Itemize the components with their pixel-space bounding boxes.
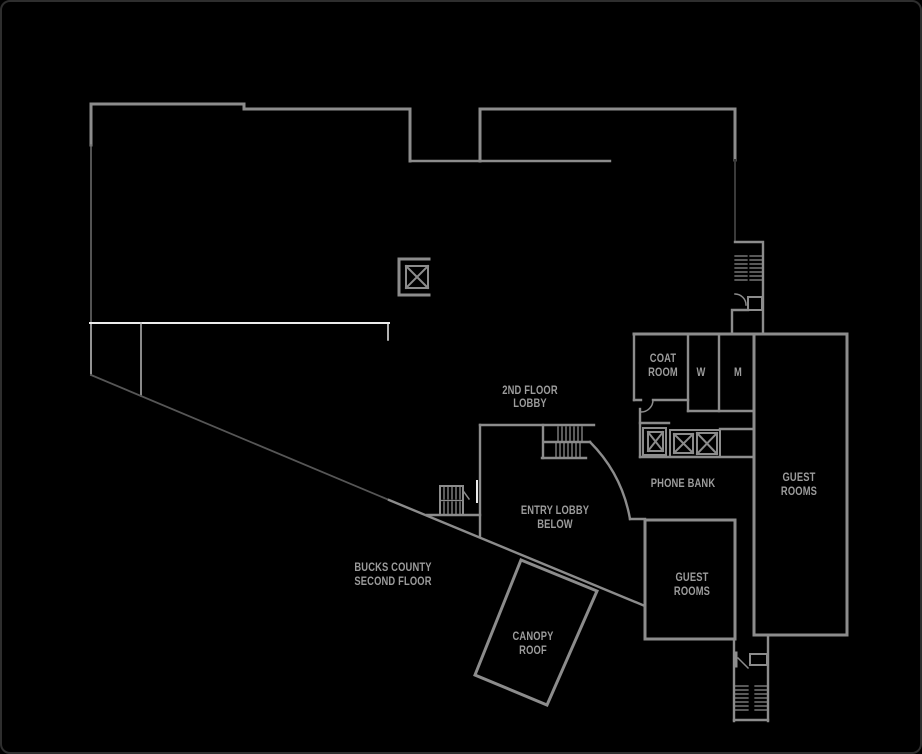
- label-2nd-floor-lobby: 2ND FLOOR: [502, 383, 558, 397]
- roof-edge-upper: [89, 373, 391, 502]
- door-swing-icon: [462, 490, 471, 501]
- door-vestibule: [749, 653, 768, 666]
- canopy-roof-outline: [473, 558, 599, 707]
- label-guest-rooms-east: ROOMS: [780, 484, 818, 498]
- elevator-icon: [404, 264, 430, 290]
- label-womens-restroom: W: [696, 365, 706, 379]
- door-swing-icon: [734, 293, 747, 306]
- label-coat-room: ROOM: [648, 365, 678, 379]
- plan-title: BUCKS COUNTY: [354, 560, 432, 574]
- elevator-core: [397, 257, 431, 297]
- stairs-treads-icon: [443, 486, 461, 515]
- label-guest-rooms-south: GUEST: [675, 570, 709, 584]
- stairs-treads-icon: [734, 685, 768, 711]
- label-canopy-roof: ROOF: [519, 643, 547, 657]
- label-entry-lobby: ENTRY LOBBY: [520, 503, 590, 517]
- label-mens-restroom: M: [734, 365, 742, 379]
- building-edge-diagonal: [387, 498, 647, 608]
- elevator-icon: [646, 430, 665, 453]
- guest-rooms-south-walls: [643, 518, 737, 641]
- stairs-west: [439, 480, 478, 516]
- stairs-south: [732, 633, 770, 723]
- building-outline: [89, 102, 737, 163]
- label-phone-bank: PHONE BANK: [650, 476, 716, 490]
- elevator-icon: [695, 431, 719, 456]
- stairs-treads-icon: [555, 426, 583, 458]
- door-swing-icon: [736, 656, 750, 670]
- label-2nd-floor-lobby: LOBBY: [513, 396, 547, 410]
- plan-title: SECOND FLOOR: [354, 574, 432, 588]
- label-canopy-roof: CANOPY: [512, 629, 554, 643]
- floor-break-line: [89, 322, 390, 341]
- label-guest-rooms-south: ROOMS: [673, 584, 711, 598]
- door-swing-icon: [640, 399, 654, 413]
- entry-lobby-void: [425, 423, 647, 538]
- stairs-treads-icon: [734, 255, 763, 281]
- elevator-bank: [638, 407, 756, 459]
- elevator-icon: [672, 432, 695, 455]
- stairs-northeast: [730, 240, 765, 336]
- guest-rooms-east-walls: [752, 332, 849, 637]
- stairs-main: [540, 423, 592, 460]
- label-coat-room: COAT: [649, 351, 677, 365]
- lobby-curved-wall: [588, 440, 632, 521]
- door-vestibule: [747, 296, 763, 311]
- label-guest-rooms-east: GUEST: [782, 470, 816, 484]
- label-entry-lobby: BELOW: [537, 517, 573, 531]
